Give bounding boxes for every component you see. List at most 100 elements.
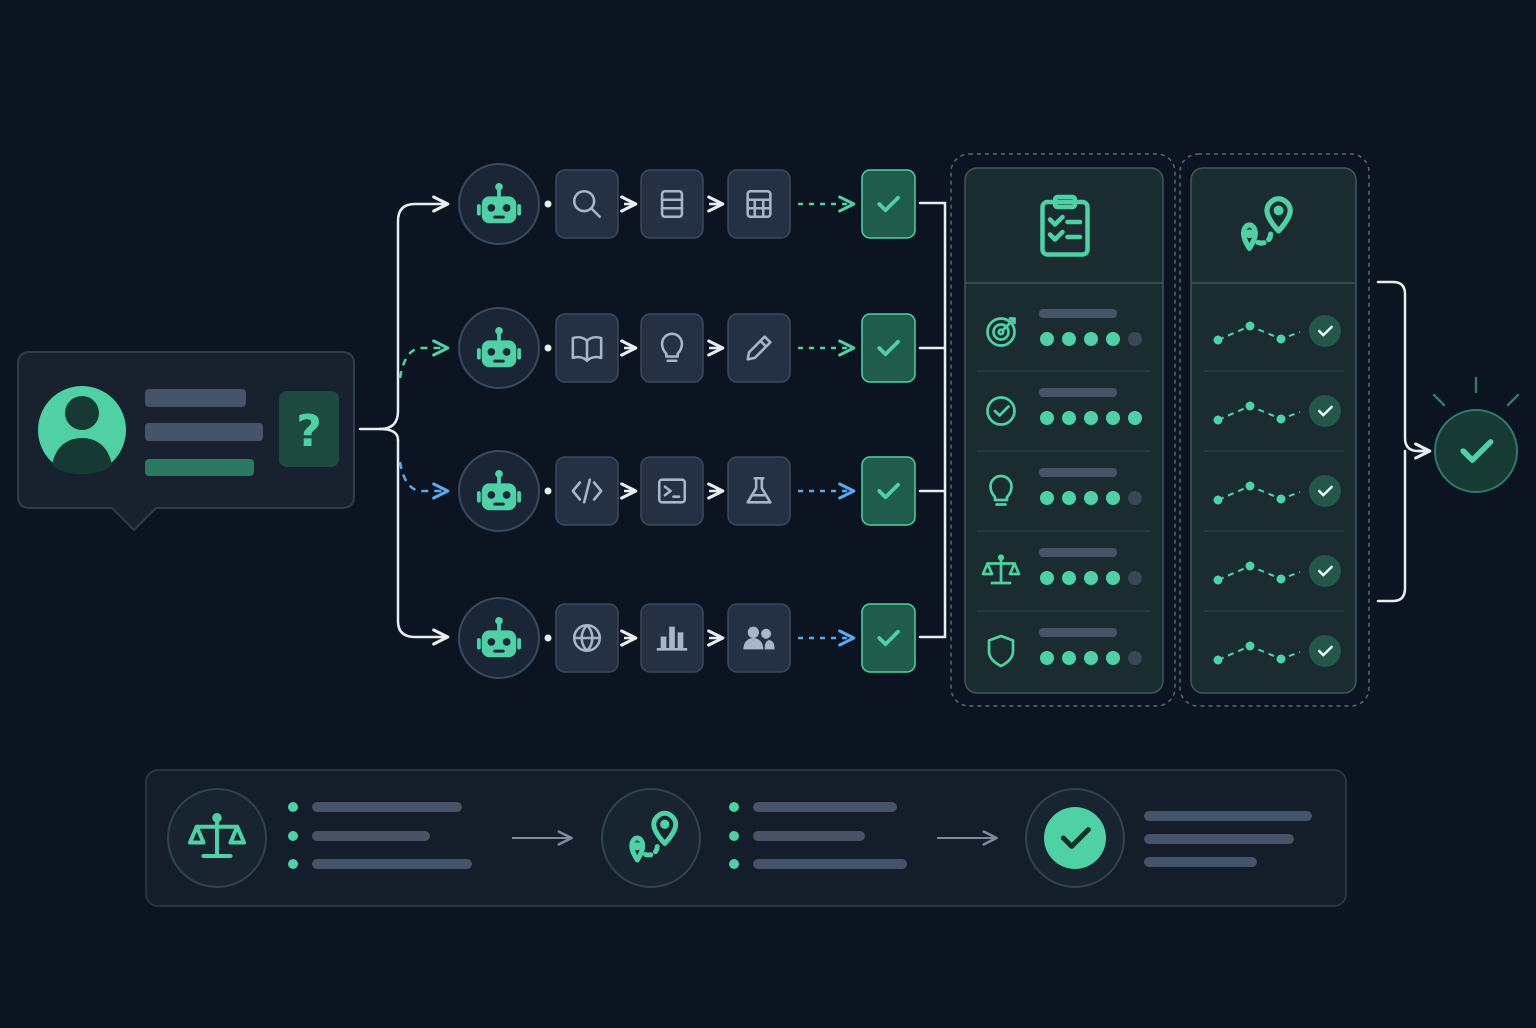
trajectory-point <box>1245 481 1255 491</box>
score-dot-empty <box>1128 571 1142 585</box>
tool-tile[interactable] <box>555 456 619 526</box>
tool-tile[interactable] <box>727 603 791 673</box>
check-mark-icon <box>877 339 900 357</box>
trajectory-point <box>1245 561 1255 571</box>
result-check[interactable] <box>861 603 916 673</box>
criterion-row[interactable] <box>977 370 1150 426</box>
tool-tile[interactable] <box>640 456 704 526</box>
trajectory-point <box>1245 641 1255 651</box>
check-mark-icon <box>1317 645 1333 657</box>
result-check[interactable] <box>861 169 916 239</box>
score-dot-filled <box>1040 332 1054 346</box>
agent-node[interactable] <box>458 307 540 389</box>
trajectory-row[interactable] <box>1213 315 1342 347</box>
summary-stage <box>601 788 907 888</box>
tool-tile[interactable] <box>727 169 791 239</box>
bullet-dot <box>288 859 298 869</box>
question-mark-icon: ? <box>279 391 339 467</box>
criterion-row[interactable] <box>977 610 1150 668</box>
fan-out-connectors <box>358 195 450 646</box>
agent-row-4[interactable] <box>458 597 916 679</box>
pencil-icon <box>746 335 772 361</box>
check-circle-icon <box>986 396 1016 426</box>
trajectory-point <box>1213 335 1223 345</box>
text-line <box>1144 857 1257 867</box>
trajectory-row[interactable] <box>1204 530 1344 587</box>
trajectory-row[interactable] <box>1204 370 1344 427</box>
calculator-icon <box>746 189 772 219</box>
trajectory-row[interactable] <box>1204 450 1344 507</box>
score-dot-filled <box>1062 411 1076 425</box>
criterion-row[interactable] <box>986 309 1143 347</box>
tool-tile[interactable] <box>555 169 619 239</box>
merge-bracket <box>918 201 947 639</box>
question-card[interactable]: ? <box>17 351 355 532</box>
agent-node[interactable] <box>458 597 540 679</box>
score-dot-filled <box>1128 411 1142 425</box>
text-line-highlight <box>145 459 254 476</box>
trajectory-check <box>1309 315 1341 347</box>
clipboard-checklist-icon <box>1040 194 1090 257</box>
tool-tile[interactable] <box>640 603 704 673</box>
tool-tile[interactable] <box>640 313 704 383</box>
check-mark-icon <box>877 482 900 500</box>
score-dot-filled <box>1106 651 1120 665</box>
shield-icon <box>987 634 1015 668</box>
trajectory-check <box>1309 395 1341 427</box>
text-line <box>312 802 462 812</box>
check-mark-icon <box>877 195 900 213</box>
robot-icon <box>476 327 522 368</box>
trajectory-row[interactable] <box>1204 610 1344 667</box>
output-bracket <box>1376 280 1428 603</box>
criterion-row[interactable] <box>977 450 1150 506</box>
code-icon <box>571 478 603 504</box>
balance-scale-icon <box>187 813 247 859</box>
agent-row-2[interactable] <box>458 307 916 389</box>
trajectory-line <box>1217 564 1301 581</box>
agent-node[interactable] <box>458 450 540 532</box>
check-mark-icon <box>1317 565 1333 577</box>
evaluation-panel[interactable] <box>950 153 1176 707</box>
criterion-label-bar <box>1039 468 1117 477</box>
score-dot-filled <box>1040 411 1054 425</box>
score-dot-empty <box>1128 491 1142 505</box>
score-dot-empty <box>1128 651 1142 665</box>
balance-scale-icon <box>981 554 1021 585</box>
bullet-dot <box>729 859 739 869</box>
route-pin-icon <box>629 810 679 863</box>
agent-row-3[interactable] <box>458 450 916 532</box>
trajectory-check <box>1309 555 1341 587</box>
trajectory-line <box>1217 324 1301 341</box>
bullet-dot <box>288 802 298 812</box>
trajectory-point <box>1276 654 1286 664</box>
summary-bar <box>145 769 1347 907</box>
trajectory-check <box>1309 635 1341 667</box>
score-dot-filled <box>1062 491 1076 505</box>
score-dot-filled <box>1040 651 1054 665</box>
robot-icon <box>476 183 522 224</box>
tool-tile[interactable] <box>727 313 791 383</box>
connector-branch <box>378 427 400 442</box>
score-dot-filled <box>1084 571 1098 585</box>
trajectory-panel[interactable] <box>1179 153 1370 707</box>
final-check-icon[interactable] <box>1432 376 1520 493</box>
score-dot-filled <box>1062 651 1076 665</box>
criterion-label-bar <box>1039 309 1117 318</box>
criterion-row[interactable] <box>977 530 1150 585</box>
tool-tile[interactable] <box>555 603 619 673</box>
result-check[interactable] <box>861 456 916 526</box>
result-check[interactable] <box>861 313 916 383</box>
score-dot-filled <box>1084 332 1098 346</box>
tool-tile[interactable] <box>640 169 704 239</box>
tool-tile[interactable] <box>727 456 791 526</box>
flask-icon <box>746 476 772 504</box>
agent-row-1[interactable] <box>458 163 916 245</box>
tool-tile[interactable] <box>555 313 619 383</box>
check-mark-icon <box>1317 405 1333 417</box>
trajectory-point <box>1276 414 1286 424</box>
trajectory-check <box>1309 475 1341 507</box>
terminal-icon <box>657 478 687 504</box>
check-mark-icon <box>1060 827 1091 849</box>
agent-node[interactable] <box>458 163 540 245</box>
check-mark-icon <box>877 629 900 647</box>
